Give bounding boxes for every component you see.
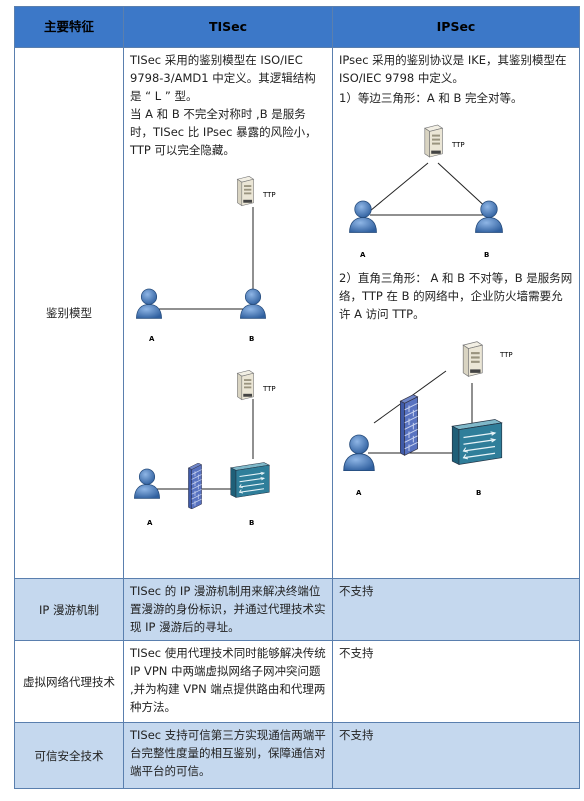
- tisec-cell: TISec 支持可信第三方实现通信两端平台完整性度量的相互鉴别，保障通信对端平台…: [123, 722, 333, 789]
- tisec-text: TISec 支持可信第三方实现通信两端平台完整性度量的相互鉴别，保障通信对端平台…: [130, 728, 326, 778]
- tisec-text: TISec 的 IP 漫游机制用来解决终端位置漫游的身份标识，并通过代理技术实现…: [130, 584, 326, 634]
- tisec-text: TISec 使用代理技术同时能够解决传统 IP VPN 中两端虚拟网络子网冲突问…: [130, 646, 326, 714]
- table-row: IP 漫游机制 TISec 的 IP 漫游机制用来解决终端位置漫游的身份标识，并…: [14, 578, 580, 641]
- feature-label: 虚拟网络代理技术: [23, 674, 115, 689]
- header-tisec: TISec: [123, 6, 333, 48]
- tisec-cell: TISec 采用的鉴别模型在 ISO/IEC 9798-3/AMD1 中定义。其…: [123, 47, 333, 579]
- ipsec-case2: 2）直角三角形： A 和 B 不对等，B 是服务网络，TTP 在 B 的网络中，…: [339, 271, 573, 321]
- ipsec-cell: 不支持: [332, 640, 580, 723]
- label-a: A: [149, 335, 155, 343]
- feature-cell: 可信安全技术: [14, 722, 124, 789]
- ipsec-cell: 不支持: [332, 578, 580, 641]
- table-row: 可信安全技术 TISec 支持可信第三方实现通信两端平台完整性度量的相互鉴别，保…: [14, 722, 580, 789]
- feature-cell: IP 漫游机制: [14, 578, 124, 641]
- ipsec-text: 不支持: [339, 646, 374, 660]
- tisec-cell: TISec 的 IP 漫游机制用来解决终端位置漫游的身份标识，并通过代理技术实现…: [123, 578, 333, 641]
- label-b: B: [249, 519, 254, 527]
- ipsec-intro: IPsec 采用的鉴别协议是 IKE，其鉴别模型在 ISO/IEC 9798 中…: [339, 53, 567, 85]
- table-header-row: 主要特征 TISec IPSec: [14, 6, 580, 48]
- user-a-icon: [134, 468, 160, 499]
- ttp-server-icon: [424, 124, 443, 158]
- ipsec-cell: IPsec 采用的鉴别协议是 IKE，其鉴别模型在 ISO/IEC 9798 中…: [332, 47, 580, 579]
- user-b-icon: [475, 200, 503, 233]
- comparison-table: 主要特征 TISec IPSec 鉴别模型 TISec 采用的鉴别模型在 ISO…: [14, 6, 580, 789]
- user-b-icon: [240, 288, 266, 319]
- user-a-icon: [136, 288, 162, 319]
- ipsec-text: 不支持: [339, 728, 374, 742]
- ttp-server-icon: [236, 175, 255, 207]
- label-a: A: [147, 519, 153, 527]
- tisec-diagram: TTP A B TTP A B: [134, 175, 276, 527]
- feature-cell: 鉴别模型: [14, 47, 124, 579]
- switch-icon: [451, 419, 503, 465]
- feature-cell: 虚拟网络代理技术: [14, 640, 124, 723]
- ttp-server-icon: [462, 341, 483, 377]
- header-feature: 主要特征: [14, 6, 124, 48]
- switch-icon: [230, 461, 270, 499]
- firewall-icon: [399, 393, 419, 457]
- tisec-cell: TISec 使用代理技术同时能够解决传统 IP VPN 中两端虚拟网络子网冲突问…: [123, 640, 333, 723]
- ipsec-cell: 不支持: [332, 722, 580, 789]
- firewall-icon: [188, 463, 202, 509]
- ipsec-case1: 1）等边三角形：A 和 B 完全对等。: [339, 91, 523, 105]
- header-ipsec: IPSec: [332, 6, 580, 48]
- table-row: 虚拟网络代理技术 TISec 使用代理技术同时能够解决传统 IP VPN 中两端…: [14, 640, 580, 723]
- ttp-server-icon: [236, 369, 255, 401]
- ttp-label: TTP: [451, 141, 465, 149]
- feature-label: 可信安全技术: [34, 748, 104, 763]
- label-b: B: [484, 251, 489, 259]
- ipsec-text: 不支持: [339, 584, 374, 598]
- ttp-label: TTP: [499, 351, 513, 359]
- label-a: A: [356, 489, 362, 497]
- ttp-label: TTP: [262, 385, 276, 393]
- ttp-label: TTP: [262, 191, 276, 199]
- ipsec-triangle-diagram: TTP A B: [349, 124, 503, 259]
- table-row: 鉴别模型 TISec 采用的鉴别模型在 ISO/IEC 9798-3/AMD1 …: [14, 47, 580, 579]
- label-b: B: [249, 335, 254, 343]
- feature-label: IP 漫游机制: [39, 602, 99, 617]
- label-b: B: [476, 489, 481, 497]
- ipsec-right-triangle-diagram: TTP A B: [343, 341, 513, 497]
- feature-label: 鉴别模型: [46, 306, 92, 320]
- user-a-icon: [349, 200, 377, 233]
- label-a: A: [360, 251, 366, 259]
- tisec-text: TISec 采用的鉴别模型在 ISO/IEC 9798-3/AMD1 中定义。其…: [130, 53, 317, 157]
